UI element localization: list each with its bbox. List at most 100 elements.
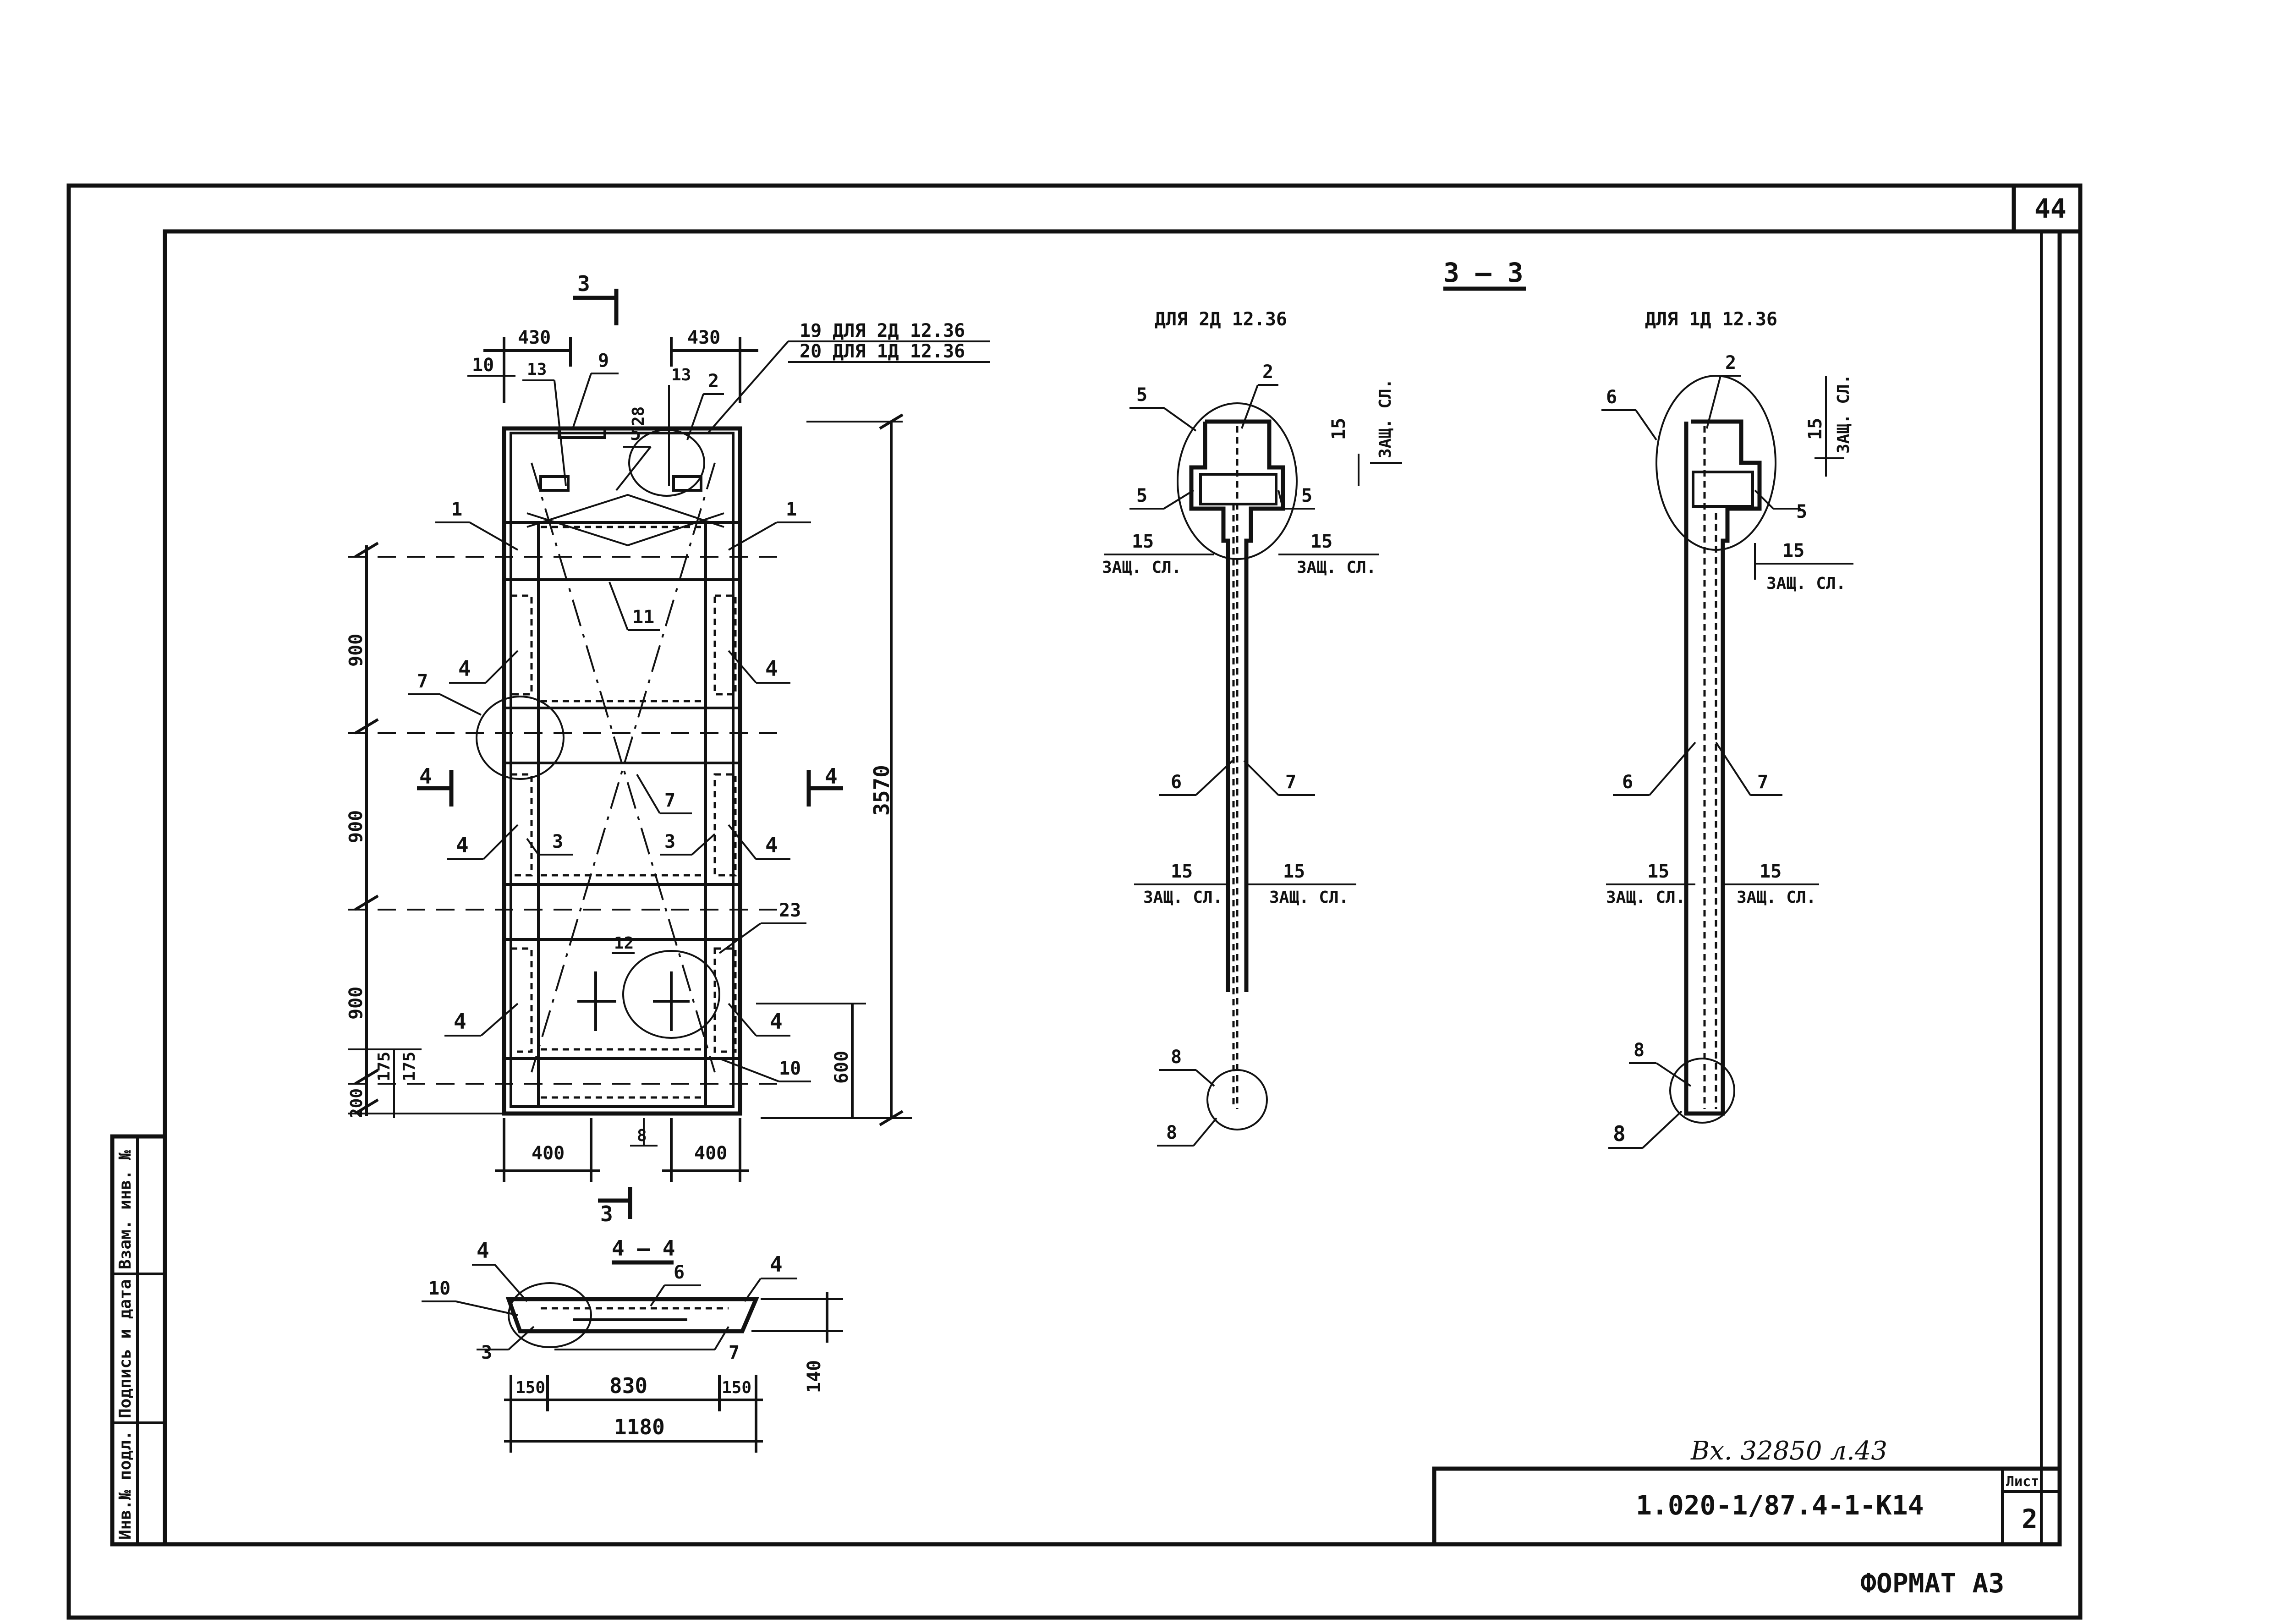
dim-bottom-400b: 400 (694, 1143, 727, 1164)
s33l-cover-mid-right: 15 (1283, 861, 1305, 882)
s33l-cover-mid-right-label: ЗАЩ. СЛ. (1269, 888, 1349, 907)
section-mark-4-left: 4 (419, 764, 432, 789)
s33l-callout-5b: 5 (1136, 485, 1147, 506)
page-number: 44 (2034, 193, 2067, 224)
section-33-right: ДЛЯ 1Д 12.36 2 5 6 6 7 8 8 15 ЗАЩ. (1601, 309, 1853, 1149)
section-44-title: 4 — 4 (612, 1236, 675, 1261)
callout-4-d: 4 (765, 833, 778, 857)
s33l-cover-left: 15 (1132, 531, 1154, 552)
dim-top-430b: 430 (687, 327, 720, 348)
callout-12: 12 (614, 934, 634, 953)
section-mark-3-top: 3 (577, 271, 590, 296)
s33r-cover-side: 15 (1782, 540, 1804, 561)
callout-1-right: 1 (786, 499, 797, 520)
plan-view: 900 900 900 175 175 200 3570 600 430 430… (345, 271, 990, 1226)
s33r-callout-8a: 8 (1634, 1040, 1645, 1061)
section-3-3: 3 — 3 ДЛЯ 2Д 12.36 2 5 5 5 6 7 (1102, 257, 1853, 1149)
callout-13-left: 13 (527, 360, 547, 379)
callout-7-center: 7 (664, 790, 675, 811)
callout-8: 8 (637, 1126, 647, 1145)
dim-600: 600 (831, 1051, 852, 1084)
plan-callouts: 1 1 2 3 3 4 4 4 4 4 4 5 7 7 (408, 350, 811, 1147)
dim-left-900c: 900 (345, 987, 367, 1020)
callout-10: 10 (779, 1058, 801, 1079)
s33r-cover-mid-right: 15 (1760, 861, 1782, 882)
side-stamp-orig: Инв.№ подл. (116, 1431, 135, 1540)
side-stamp-sign: Подпись и дата (116, 1279, 135, 1418)
section-4-4: 4 — 4 4 4 6 10 3 7 150 830 150 1180 140 (422, 1236, 843, 1453)
s33r-callout-2: 2 (1725, 352, 1736, 373)
callout-11: 11 (632, 607, 654, 628)
sheet-number: 2 (2022, 1503, 2038, 1535)
s33l-cover-right-label: ЗАЩ. СЛ. (1297, 558, 1376, 577)
s44-dim-140: 140 (804, 1360, 825, 1393)
s33r-cover-mid-left: 15 (1647, 861, 1669, 882)
dim-top-10: 10 (472, 355, 494, 376)
sheet-frame: 44 (66, 183, 2083, 1620)
s33r-callout-7: 7 (1757, 772, 1768, 793)
s44-dim-150a: 150 (515, 1378, 545, 1397)
section-33-right-subtitle: ДЛЯ 1Д 12.36 (1645, 309, 1777, 330)
callout-1-left: 1 (451, 499, 462, 520)
section-mark-4-right: 4 (825, 764, 838, 789)
s33l-callout-5a: 5 (1136, 384, 1147, 406)
callout-3-right: 3 (664, 831, 675, 852)
format-label: ФОРМАТ А3 (1860, 1568, 2004, 1599)
callout-7-left: 7 (417, 671, 428, 692)
section-33-left: ДЛЯ 2Д 12.36 2 5 5 5 6 7 8 8 (1102, 309, 1402, 1147)
s44-dim-830: 830 (609, 1373, 647, 1398)
callout-23: 23 (779, 900, 801, 921)
s44-callout-7: 7 (729, 1342, 740, 1363)
section-33-left-subtitle: ДЛЯ 2Д 12.36 (1155, 309, 1287, 330)
s33l-cover-right: 15 (1310, 531, 1332, 552)
dim-left-200: 200 (347, 1088, 366, 1118)
callout-9: 9 (598, 350, 609, 371)
s33r-callout-8b: 8 (1613, 1121, 1626, 1146)
s33r-cover-top: 15 (1805, 418, 1826, 440)
section-33-title: 3 — 3 (1443, 257, 1524, 288)
s33l-cover-mid-left-label: ЗАЩ. СЛ. (1143, 888, 1222, 907)
s44-callout-4-right: 4 (770, 1252, 783, 1277)
s33r-callout-6a: 6 (1606, 387, 1617, 408)
s33r-cover-mid-right-label: ЗАЩ. СЛ. (1737, 888, 1816, 907)
sheet-label: Лист (2006, 1474, 2039, 1490)
s33r-callout-6b: 6 (1622, 772, 1633, 793)
s44-dim-1180: 1180 (614, 1415, 665, 1439)
dim-top-430a: 430 (518, 327, 551, 348)
side-stamp: Взам. инв. № Подпись и дата Инв.№ подл. (110, 1134, 167, 1547)
dim-left-900b: 900 (345, 810, 367, 843)
designation: 1.020-1/87.4-1-К14 (1636, 1490, 1924, 1521)
dim-left-175a: 175 (375, 1052, 394, 1081)
title-block: Вх. 32850 л.43 1.020-1/87.4-1-К14 Лист 2… (1432, 1436, 2062, 1599)
s33r-cover-side-label: ЗАЩ. СЛ. (1766, 574, 1846, 593)
s33r-cover-top-label: ЗАЩ. СЛ. (1834, 374, 1853, 454)
s33l-callout-6: 6 (1171, 772, 1182, 793)
s33l-cover-left-label: ЗАЩ. СЛ. (1102, 558, 1181, 577)
s33r-cover-mid-left-label: ЗАЩ. СЛ. (1606, 888, 1685, 907)
callout-5: 5 (630, 423, 641, 444)
dim-left-175b: 175 (400, 1052, 419, 1081)
s44-callout-6: 6 (674, 1262, 685, 1283)
s33l-cover-mid-left: 15 (1171, 861, 1193, 882)
s33l-callout-2: 2 (1262, 362, 1273, 383)
s33l-callout-7: 7 (1285, 772, 1296, 793)
section-mark-3-bottom: 3 (600, 1202, 613, 1226)
callout-4-c: 4 (456, 833, 469, 857)
callout-4-b: 4 (765, 656, 778, 681)
s33l-cover-top-label: ЗАЩ. СЛ. (1376, 379, 1395, 458)
callout-4-e: 4 (454, 1009, 466, 1034)
s44-callout-10: 10 (428, 1278, 450, 1299)
s33l-callout-8b: 8 (1166, 1122, 1177, 1143)
callout-2: 2 (708, 371, 719, 392)
note-20: 20 ДЛЯ 1Д 12.36 (800, 341, 965, 362)
s33l-cover-top: 15 (1328, 418, 1349, 440)
dim-height: 3570 (869, 765, 894, 816)
callout-4-f: 4 (770, 1009, 783, 1034)
note-19: 19 ДЛЯ 2Д 12.36 (800, 320, 965, 341)
callout-3-left: 3 (552, 831, 563, 852)
s33r-callout-5: 5 (1796, 501, 1807, 522)
s33l-callout-8a: 8 (1171, 1047, 1182, 1068)
incoming-stamp: Вх. 32850 л.43 (1690, 1436, 1887, 1466)
dim-bottom-400a: 400 (532, 1143, 565, 1164)
